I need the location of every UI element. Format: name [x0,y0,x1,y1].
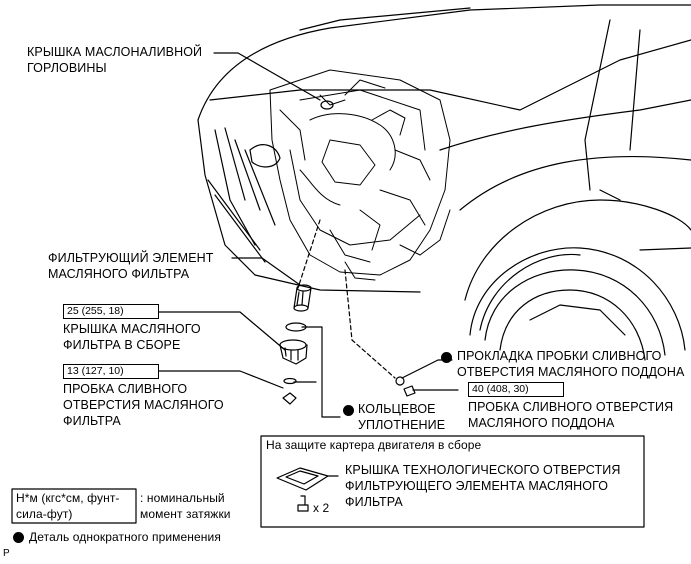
filter-plug-torque-box: 13 (127, 10) [63,364,159,379]
label-line: КРЫШКА МАСЛОНАЛИВНОЙ [27,45,203,59]
service-hole-cover-label: КРЫШКА ТЕХНОЛОГИЧЕСКОГО ОТВЕРСТИЯ ФИЛЬТР… [345,462,620,510]
filter-drain-plug [282,392,297,405]
label-line: ФИЛЬТРУЮЩЕГО ЭЛЕМЕНТА МАСЛЯНОГО [345,479,609,493]
label-line: Н*м (кгс*см, фунт- [16,491,120,505]
service-hole-cover [276,467,339,491]
bolt-quantity: x 2 [313,501,330,515]
pan-drain-gasket [395,376,405,386]
corner-mark: P [3,548,10,559]
bolt [297,495,309,512]
engine-cover-box [260,435,645,528]
label-line: ФИЛЬТРУЮЩИЙ ЭЛЕМЕНТ [48,251,214,265]
label-line: : номинальный [140,491,225,505]
single-use-marker [343,405,354,416]
front-grille [207,127,281,263]
legend-single-use: Деталь однократного применения [29,530,221,544]
drain-gasket-label: ПРОКЛАДКА ПРОБКИ СЛИВНОГО ОТВЕРСТИЯ МАСЛ… [457,348,684,380]
legend-torque-desc: : номинальный момент затяжки [140,490,231,522]
engine-cover-header: На защите картера двигателя в сборе [266,438,482,452]
label-line: УПЛОТНЕНИЕ [358,418,446,432]
filter-element-label: ФИЛЬТРУЮЩИЙ ЭЛЕМЕНТ МАСЛЯНОГО ФИЛЬТРА [48,250,214,282]
single-use-legend-marker [13,532,24,543]
oil-filler-cap-label: КРЫШКА МАСЛОНАЛИВНОЙ ГОРЛОВИНЫ [27,44,202,76]
filter-drain-plug-label: ПРОБКА СЛИВНОГО ОТВЕРСТИЯ МАСЛЯНОГО ФИЛЬ… [63,381,224,429]
label-line: КОЛЬЦЕВОЕ [358,402,436,416]
label-line: ОТВЕРСТИЯ МАСЛЯНОГО [63,398,224,412]
label-line: ГОРЛОВИНЫ [27,61,107,75]
filter-element [293,284,312,312]
label-line: ФИЛЬТРА В СБОРЕ [63,338,181,352]
pan-drain-plug [403,385,416,397]
label-line: МАСЛЯНОГО ПОДДОНА [468,416,615,430]
front-wheel [469,247,686,361]
label-line: ФИЛЬТРА [345,495,403,509]
oil-filler-cap [320,100,334,110]
label-line: МАСЛЯНОГО ФИЛЬТРА [48,267,190,281]
legend-torque-units: Н*м (кгс*см, фунт- сила-фут) [16,490,120,522]
o-ring-label: КОЛЬЦЕВОЕ УПЛОТНЕНИЕ [358,401,445,433]
label-line: ПРОБКА СЛИВНОГО [63,382,188,396]
filter-cap-label: КРЫШКА МАСЛЯНОГО ФИЛЬТРА В СБОРЕ [63,321,201,353]
engine [269,69,451,281]
filter-cap-torque-box: 25 (255, 18) [63,304,159,319]
label-line: сила-фут) [16,507,73,521]
single-use-marker [441,352,452,363]
small-o-ring [283,377,297,385]
label-line: КРЫШКА ТЕХНОЛОГИЧЕСКОГО ОТВЕРСТИЯ [345,463,621,477]
car-body [197,4,691,331]
pan-plug-torque-box: 40 (408, 30) [468,382,564,397]
label-line: ПРОКЛАДКА ПРОБКИ СЛИВНОГО [457,349,662,363]
label-line: момент затяжки [140,507,231,521]
pan-drain-plug-label: ПРОБКА СЛИВНОГО ОТВЕРСТИЯ МАСЛЯНОГО ПОДД… [468,399,673,431]
label-line: ФИЛЬТРА [63,414,121,428]
label-line: КРЫШКА МАСЛЯНОГО [63,322,201,336]
filter-cap [279,339,308,365]
legend-torque-box [11,488,137,524]
label-line: ОТВЕРСТИЯ МАСЛЯНОГО ПОДДОНА [457,365,685,379]
label-line: ПРОБКА СЛИВНОГО ОТВЕРСТИЯ [468,400,674,414]
